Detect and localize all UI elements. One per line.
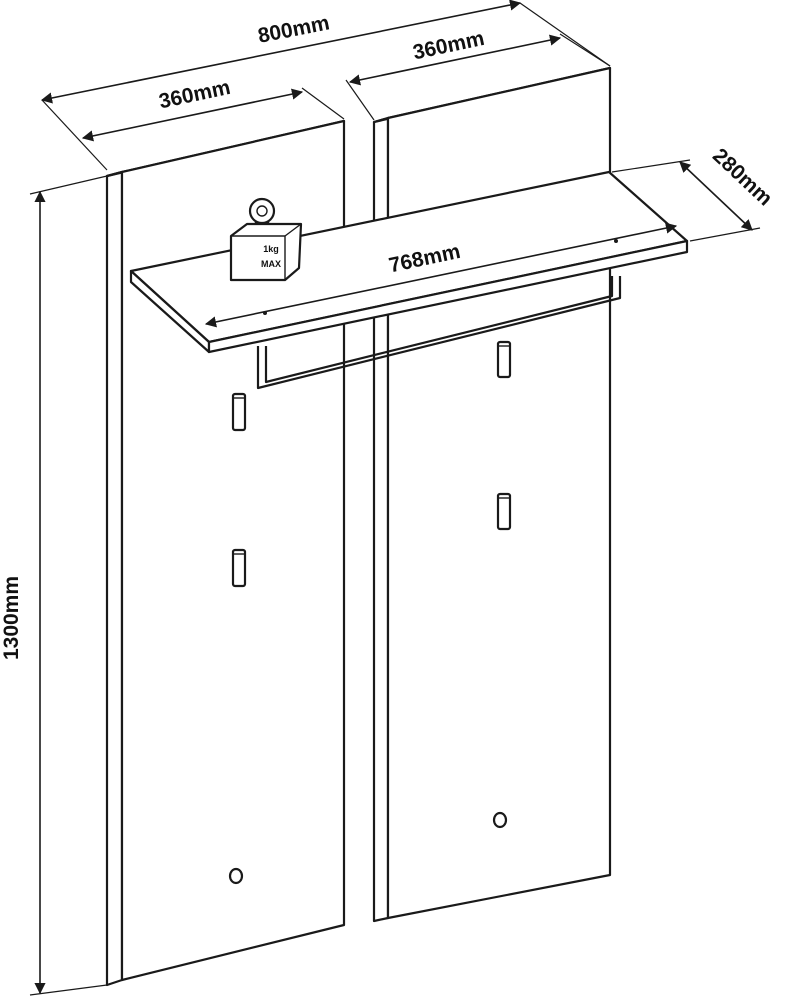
- hook-right-middle: [496, 492, 512, 531]
- hook-left-top: [231, 392, 247, 432]
- knob-left: [228, 867, 244, 885]
- weight-tag-line2: MAX: [261, 259, 281, 269]
- knob-right: [492, 811, 508, 829]
- left-panel-side: [105, 170, 124, 987]
- label-right-panel-width: 360mm: [411, 27, 487, 65]
- label-height: 1300mm: [0, 576, 23, 660]
- label-total-width: 800mm: [256, 11, 331, 47]
- hook-left-middle: [231, 548, 247, 588]
- label-left-panel-width: 360mm: [157, 76, 233, 114]
- weight-tag-line1: 1kg: [263, 244, 279, 254]
- dimension-height: 1300mm: [0, 175, 108, 996]
- dimension-left-panel-width: 360mm: [81, 76, 345, 142]
- hook-right-top: [496, 340, 512, 379]
- label-shelf-depth: 280mm: [708, 144, 777, 210]
